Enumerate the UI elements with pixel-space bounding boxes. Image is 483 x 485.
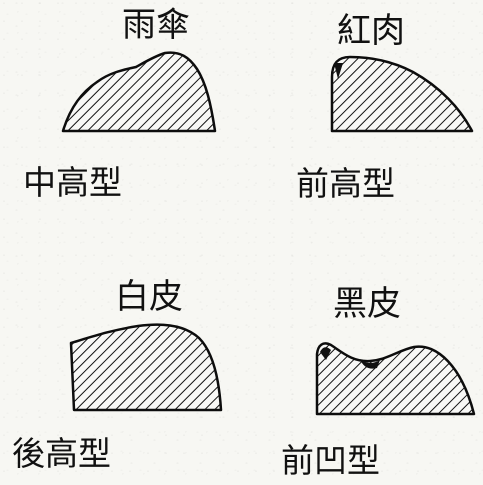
shape-name-2: 紅肉 bbox=[337, 11, 405, 51]
middle-high-shape bbox=[61, 51, 217, 133]
rear-high-shape bbox=[69, 323, 223, 412]
shape-name-4: 黑皮 bbox=[333, 284, 401, 324]
shape-name-1: 雨傘 bbox=[122, 5, 190, 45]
shape-type-4: 前凹型 bbox=[281, 441, 380, 480]
front-concave-shape bbox=[315, 342, 476, 416]
front-high-shape bbox=[330, 55, 474, 133]
shape-type-3: 後高型 bbox=[12, 434, 111, 473]
shape-name-3: 白皮 bbox=[115, 277, 183, 317]
shape-type-1: 中高型 bbox=[23, 163, 122, 202]
shape-type-2: 前高型 bbox=[296, 164, 395, 203]
